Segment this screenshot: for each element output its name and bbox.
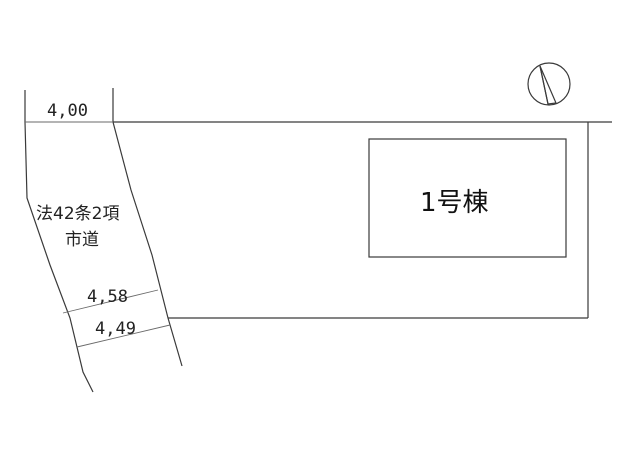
road-label-line2: 市道 — [65, 230, 99, 250]
building-label: 1号棟 — [420, 188, 489, 218]
dimension-line-mid — [62, 289, 159, 314]
dimension-label-top: 4,00 — [47, 101, 88, 121]
north-arrow-icon — [527, 62, 571, 106]
dimension-label-bottom: 4,49 — [95, 319, 136, 339]
dimension-label-mid: 4,58 — [87, 287, 128, 307]
road-label-line1: 法42条2項 — [36, 204, 119, 224]
road-right-edge — [112, 88, 183, 367]
building-footprint — [368, 138, 567, 258]
dimension-line-bottom — [76, 324, 171, 348]
